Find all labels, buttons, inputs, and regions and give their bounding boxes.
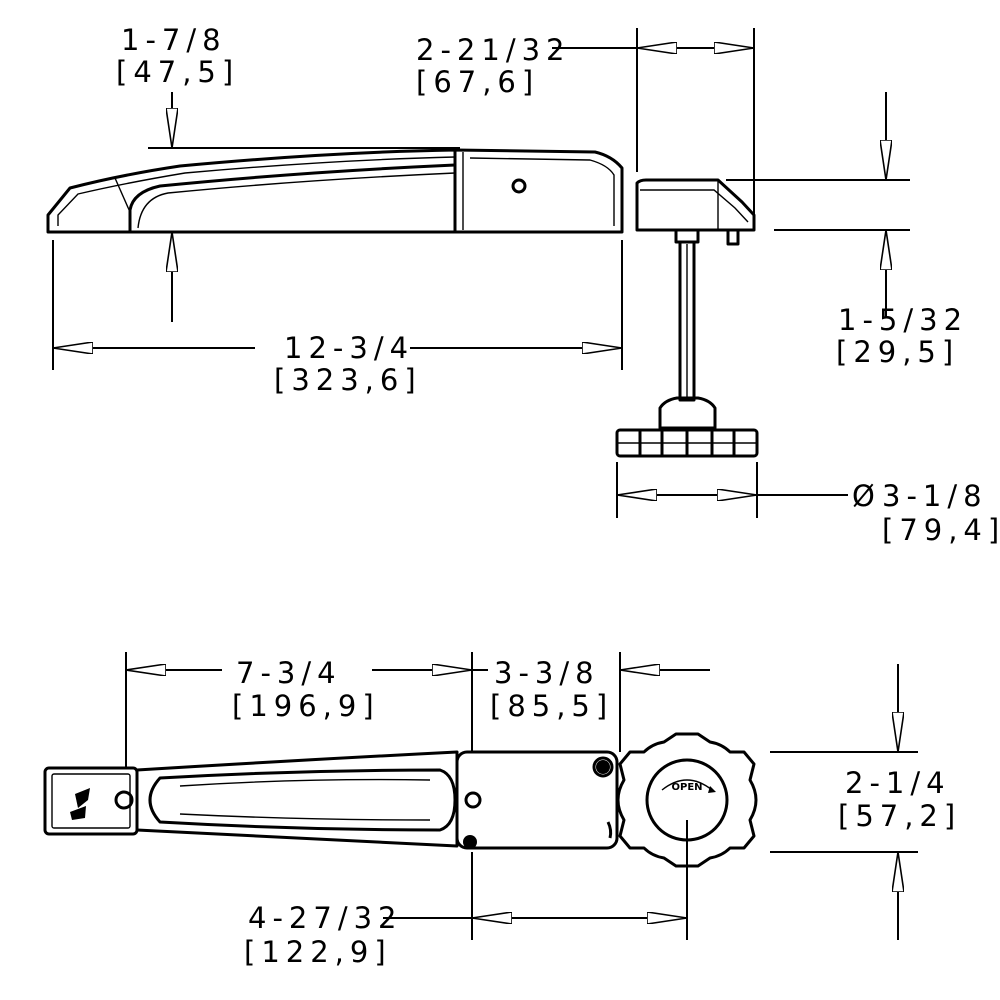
head-side-view [615, 178, 759, 458]
dim-knob-diameter-metric: [79,4] [882, 513, 1000, 547]
dim-knob-offset-imperial: 4-27/32 [248, 901, 403, 935]
dim-head-span-metric: [85,5] [490, 689, 613, 723]
diameter-symbol: Ø [852, 479, 881, 513]
dimension-labels: 1-7/8 [47,5] 2-21/32 [67,6] 12-3/4 [323,… [116, 23, 1000, 969]
dim-width-imperial: 2-1/4 [845, 766, 951, 800]
dim-knob-diameter-imperial: 3-1/8 [882, 479, 988, 513]
dim-grip-span-metric: [196,9] [232, 689, 380, 723]
dim-knob-offset-metric: [122,9] [244, 935, 392, 969]
dim-grip-span-imperial: 7-3/4 [236, 656, 342, 690]
dim-head-span-imperial: 3-3/8 [494, 656, 600, 690]
handle-top-view: OPEN [43, 732, 758, 868]
dim-head-length-imperial: 2-21/32 [416, 33, 571, 67]
dim-head-height-imperial: 1-5/32 [838, 303, 968, 337]
dim-overall-length-metric: [323,6] [274, 363, 422, 397]
dim-width-metric: [57,2] [838, 799, 961, 833]
dim-head-length-metric: [67,6] [416, 65, 539, 99]
dimension-lines [52, 28, 918, 940]
dim-head-height-metric: [29,5] [836, 335, 959, 369]
dim-height-total-metric: [47,5] [116, 55, 239, 89]
dim-height-total-imperial: 1-7/8 [121, 23, 227, 57]
handle-side-view [46, 148, 624, 234]
dim-overall-length-imperial: 12-3/4 [284, 331, 414, 365]
knob-label: OPEN [671, 782, 702, 793]
